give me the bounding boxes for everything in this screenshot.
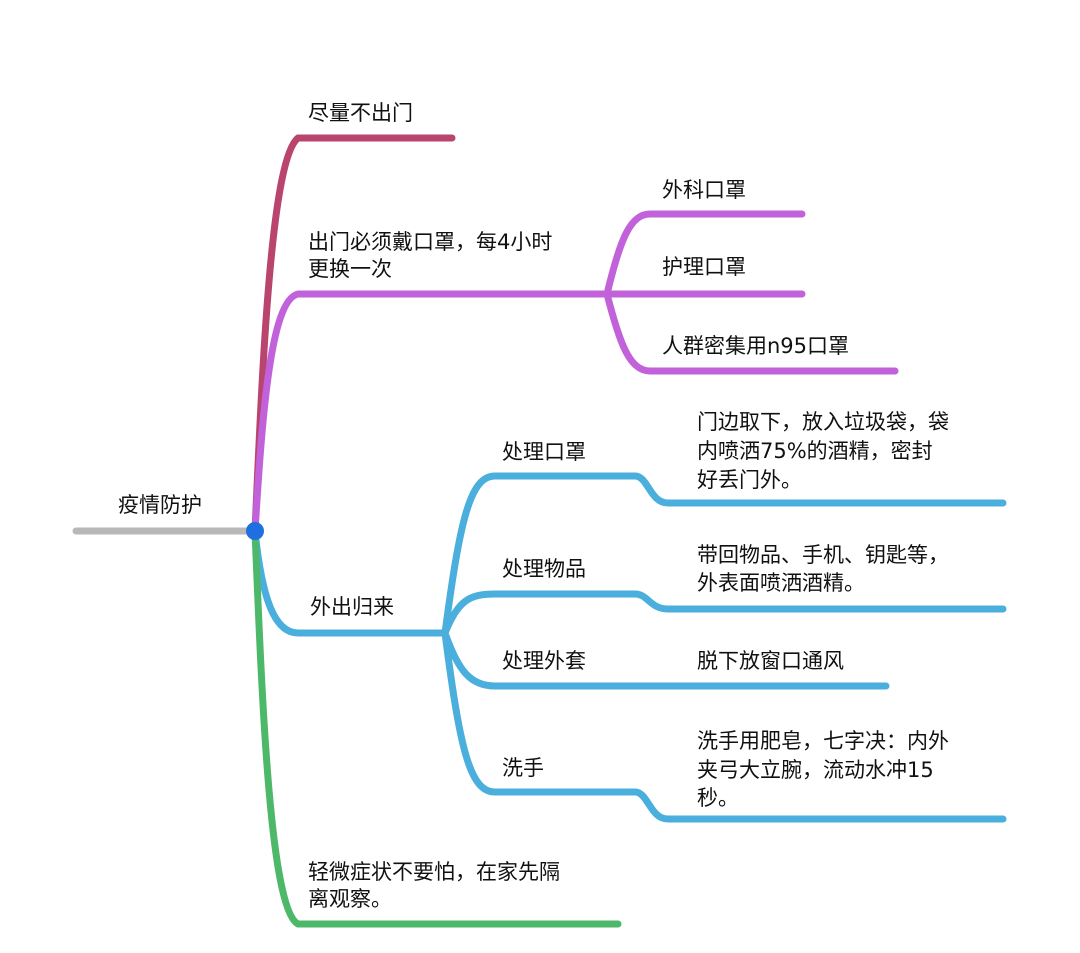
mask-type-n95: 人群密集用n95口罩	[662, 334, 850, 358]
detail-line: 秒。	[697, 786, 739, 810]
branch-line-mild	[251, 527, 622, 928]
mask-type-surgical: 外科口罩	[662, 178, 746, 202]
detail-line: 洗手用肥皂，七字决：内外	[697, 729, 949, 753]
sub-line-mask-handling	[441, 472, 1007, 637]
sub-line-items	[441, 590, 1007, 637]
detail-line: 脱下放窗口通风	[697, 649, 844, 673]
branch-stay-home: 尽量不出门	[308, 101, 413, 125]
branch-return: 外出归来	[310, 595, 394, 619]
branch-line-mask	[251, 290, 611, 535]
detail-line: 好丢门外。	[697, 468, 802, 492]
detail-line: 带回物品、手机、钥匙等，	[697, 543, 949, 567]
mask-type-nursing: 护理口罩	[662, 255, 746, 279]
sub-line-n95	[603, 290, 899, 375]
branch-mild-line1: 轻微症状不要怕，在家先隔	[308, 860, 560, 884]
sub-line-surgical	[603, 210, 806, 298]
return-handwash: 洗手	[502, 756, 544, 780]
detail-line: 内喷洒75%的酒精，密封	[697, 439, 933, 463]
return-coat: 处理外套	[502, 649, 586, 673]
detail-line: 外表面喷洒酒精。	[697, 571, 865, 595]
branch-line-stay-home	[251, 134, 456, 535]
detail-line: 夹弓大立腕，流动水冲15	[697, 758, 934, 782]
return-mask-handling: 处理口罩	[502, 440, 586, 464]
branch-mask-line2: 更换一次	[308, 257, 392, 281]
branch-mild-line2: 离观察。	[308, 887, 392, 911]
root-node-dot	[246, 522, 264, 540]
detail-line: 门边取下，放入垃圾袋，袋	[697, 410, 949, 434]
return-items: 处理物品	[502, 557, 586, 581]
branch-mask-line1: 出门必须戴口罩，每4小时	[308, 230, 553, 254]
root-label: 疫情防护	[118, 493, 202, 517]
sub-line-handwash	[441, 629, 1007, 823]
